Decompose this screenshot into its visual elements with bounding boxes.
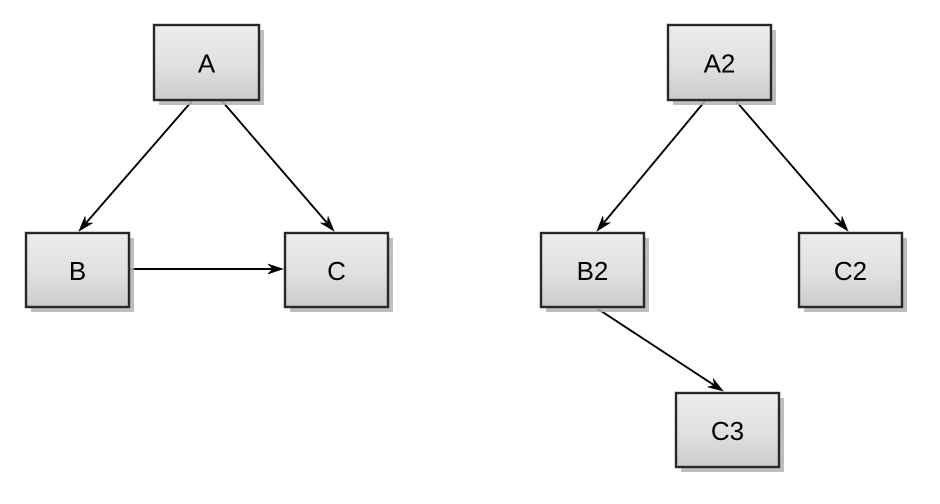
- arrowhead-icon: [596, 216, 611, 232]
- node-label: C3: [711, 416, 744, 446]
- node-box[interactable]: [283, 231, 390, 309]
- node-label: B2: [577, 256, 609, 286]
- node-label: C: [327, 256, 346, 286]
- node-c[interactable]: C: [283, 231, 393, 312]
- edge-a2-to-b2[interactable]: [596, 100, 706, 232]
- node-a[interactable]: A: [152, 23, 264, 105]
- node-box[interactable]: [674, 391, 781, 469]
- edge-a2-to-c2[interactable]: [735, 100, 849, 232]
- arrowhead-icon: [834, 216, 849, 232]
- edge-b-to-c[interactable]: [130, 263, 284, 275]
- arrowhead-icon: [78, 216, 93, 232]
- node-label: A2: [704, 49, 736, 79]
- arrowhead-icon: [707, 378, 724, 392]
- edges-layer: [78, 100, 849, 392]
- edge-b2-to-c3[interactable]: [597, 308, 724, 392]
- node-box[interactable]: [24, 231, 131, 309]
- node-box[interactable]: [539, 231, 646, 309]
- edge-a-to-b[interactable]: [78, 100, 193, 232]
- node-label: C2: [834, 256, 867, 286]
- arrowhead-icon: [320, 216, 335, 232]
- node-c2[interactable]: C2: [797, 231, 907, 312]
- node-label: A: [198, 49, 216, 79]
- edge-a-to-c[interactable]: [221, 100, 335, 232]
- node-b[interactable]: B: [24, 231, 134, 312]
- node-box[interactable]: [152, 23, 261, 102]
- node-label: B: [69, 256, 86, 286]
- node-b2[interactable]: B2: [539, 231, 649, 312]
- node-c3[interactable]: C3: [674, 391, 784, 472]
- arrowhead-icon: [267, 263, 284, 275]
- node-a2[interactable]: A2: [666, 23, 776, 105]
- node-box[interactable]: [666, 23, 773, 102]
- node-box[interactable]: [797, 231, 904, 309]
